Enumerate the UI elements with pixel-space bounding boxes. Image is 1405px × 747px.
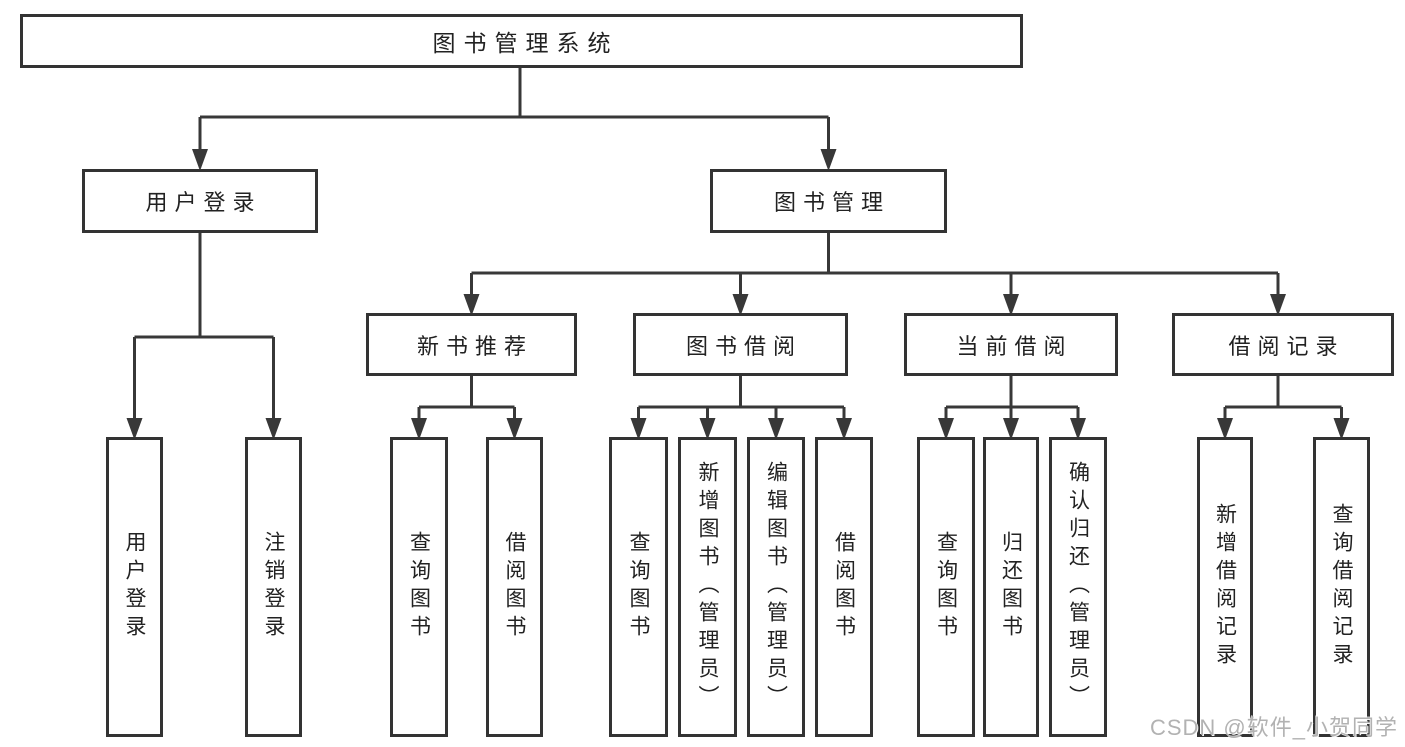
connector-branch-user-login xyxy=(126,233,282,440)
node-label: 借阅图书 xyxy=(503,531,526,643)
node-label: 新增图书（管理员） xyxy=(696,461,719,713)
node-label: 图书借阅 xyxy=(685,333,802,359)
leaf-query-book-current: 查询图书 xyxy=(917,437,975,737)
node-label: 借阅记录 xyxy=(1228,333,1345,359)
node-label: 查询借阅记录 xyxy=(1330,503,1353,671)
node-label: 用户登录 xyxy=(123,531,146,643)
node-label: 用户登录 xyxy=(145,190,262,215)
node-label: 查询图书 xyxy=(407,531,431,643)
connector-branch-borrow-records xyxy=(1217,376,1350,440)
leaf-edit-book-admin: 编辑图书（管理员） xyxy=(747,437,805,737)
node-book-management: 图书管理 xyxy=(710,169,947,233)
node-label: 图书管理 xyxy=(773,190,890,215)
leaf-query-borrow-record: 查询借阅记录 xyxy=(1313,437,1370,737)
connector-branch-root xyxy=(192,68,837,171)
node-user-login: 用户登录 xyxy=(82,169,318,233)
node-label: 新书推荐 xyxy=(416,333,533,359)
leaf-borrow-book-recommend: 借阅图书 xyxy=(486,437,543,737)
leaf-query-book-recommend: 查询图书 xyxy=(390,437,448,737)
node-label: 新增借阅记录 xyxy=(1213,503,1237,671)
node-label: 借阅图书 xyxy=(832,531,856,643)
leaf-add-borrow-record: 新增借阅记录 xyxy=(1197,437,1253,737)
leaf-query-book-borrow: 查询图书 xyxy=(609,437,668,737)
leaf-add-book-admin: 新增图书（管理员） xyxy=(678,437,737,737)
leaf-logout: 注销登录 xyxy=(245,437,302,737)
node-root: 图书管理系统 xyxy=(20,14,1023,68)
node-label: 查询图书 xyxy=(934,531,958,643)
connector-branch-book-borrow xyxy=(630,376,852,440)
leaf-confirm-return-admin: 确认归还（管理员） xyxy=(1049,437,1107,737)
leaf-user-login: 用户登录 xyxy=(106,437,163,737)
leaf-return-book: 归还图书 xyxy=(983,437,1039,737)
node-label: 注销登录 xyxy=(262,531,285,643)
node-book-borrow: 图书借阅 xyxy=(633,313,848,376)
node-label: 确认归还（管理员） xyxy=(1066,461,1090,713)
node-new-book-recommend: 新书推荐 xyxy=(366,313,577,376)
node-borrow-records: 借阅记录 xyxy=(1172,313,1394,376)
node-label: 查询图书 xyxy=(627,531,650,643)
connector-branch-new-book-recommend xyxy=(411,376,523,440)
watermark: CSDN @软件_小贺同学 xyxy=(1149,715,1398,740)
node-label: 当前借阅 xyxy=(956,333,1073,359)
leaf-borrow-book: 借阅图书 xyxy=(815,437,873,737)
node-label: 图书管理系统 xyxy=(432,30,619,56)
node-label: 归还图书 xyxy=(999,531,1023,643)
connector-branch-book-management xyxy=(463,233,1286,316)
node-label: 编辑图书（管理员） xyxy=(764,461,788,713)
node-current-borrow: 当前借阅 xyxy=(904,313,1118,376)
connector-branch-current-borrow xyxy=(938,376,1086,440)
